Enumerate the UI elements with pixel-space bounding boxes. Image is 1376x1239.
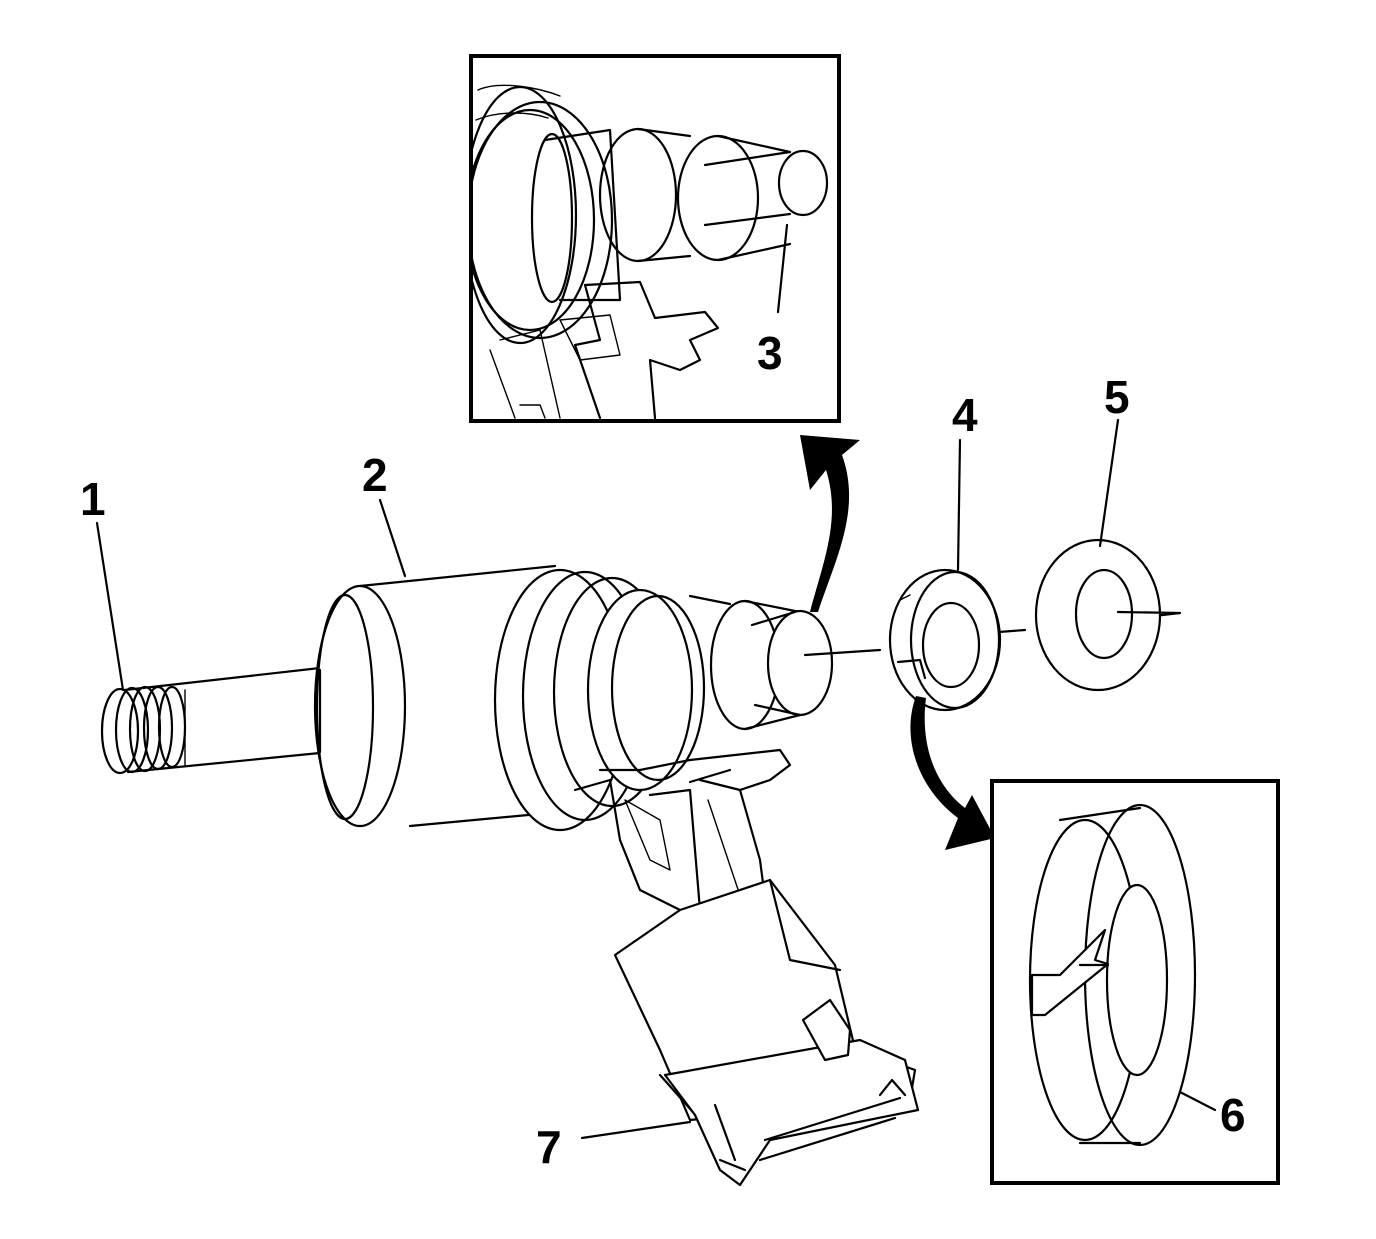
injector-upper-tip [709,599,834,731]
fuel-injector-assembly [100,564,1182,1187]
injector-nozzle-tip [100,666,332,775]
leader-7 [580,1120,692,1140]
callout-2: 2 [362,449,388,501]
leader-5 [1098,418,1120,548]
seal-ring-5 [1034,538,1162,692]
detail-inset-tip [469,54,841,423]
seal-ring-4 [888,568,1002,712]
callout-1: 1 [80,473,106,525]
callout-5: 5 [1104,371,1130,423]
leader-2 [378,498,407,578]
detail-inset-seal [990,779,1280,1185]
arrow-to-bottom-inset [910,696,995,850]
electrical-connector [573,748,920,1187]
injector-flange [493,568,732,832]
arrow-to-top-inset [800,435,860,612]
leader-1 [95,521,125,692]
leader-4 [956,438,962,572]
callout-4: 4 [952,389,978,441]
callout-6: 6 [1220,1089,1246,1141]
callout-7: 7 [536,1121,562,1173]
callout-3: 3 [757,327,783,379]
